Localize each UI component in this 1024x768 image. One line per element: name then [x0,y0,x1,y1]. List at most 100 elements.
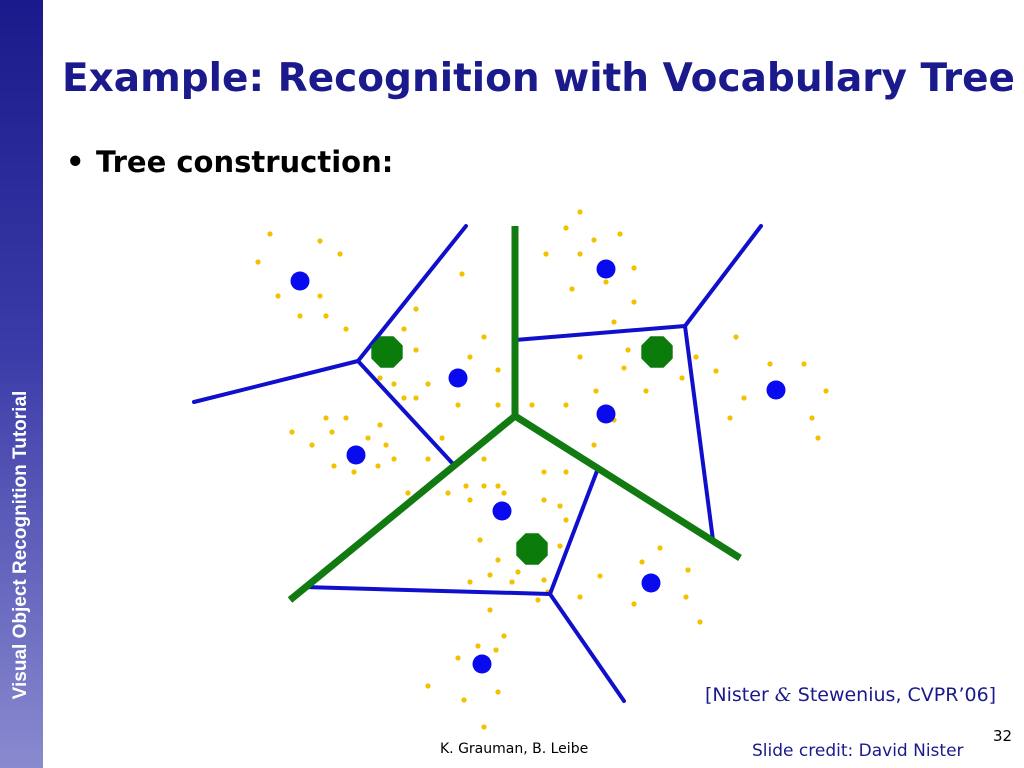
feature-point [375,463,381,469]
feature-point [631,601,637,607]
feature-point [459,271,465,277]
feature-point [563,517,569,523]
feature-point [481,334,487,340]
feature-point [495,689,501,695]
feature-point [815,435,821,441]
feature-point [501,633,507,639]
partition-line [548,592,626,703]
feature-point [331,463,337,469]
feature-point [351,469,357,475]
feature-point [477,537,483,543]
feature-point [439,435,445,441]
citation-ampersand: & [774,684,792,706]
feature-point [631,265,637,271]
feature-point [593,388,599,394]
feature-point [577,251,583,257]
feature-point [611,319,617,325]
feature-point [309,442,315,448]
feature-point [625,347,631,353]
feature-point [405,490,411,496]
feature-point [467,497,473,503]
voronoi-partition-lines [192,224,763,703]
feature-point [541,497,547,503]
feature-point [289,429,295,435]
citation-prefix: [Nister [705,684,775,706]
feature-point [481,724,487,730]
feature-point [413,347,419,353]
cluster-center [641,573,661,593]
feature-point [697,619,703,625]
cluster-center [492,501,512,521]
cluster-center [290,271,310,291]
partition-line [683,324,715,542]
feature-point [377,375,383,381]
feature-point [631,299,637,305]
cluster-center [596,259,616,279]
feature-point [733,334,739,340]
cluster-center [346,445,366,465]
feature-point [461,697,467,703]
feature-point [481,483,487,489]
feature-point [713,368,719,374]
page-number: 32 [993,727,1013,745]
feature-point [467,354,473,360]
feature-point [383,442,389,448]
feature-point [425,683,431,689]
partition-line [683,224,763,328]
feature-point [679,375,685,381]
feature-point [617,231,623,237]
feature-point [275,293,281,299]
feature-point [557,543,563,549]
top-partition-line [287,413,518,603]
bullet-icon: • [66,145,85,179]
feature-point [823,388,829,394]
feature-point [317,293,323,299]
top-partition-line [513,413,742,561]
feature-point [685,567,691,573]
feature-point [597,573,603,579]
feature-point [557,503,563,509]
feature-point [401,326,407,332]
feature-point [401,395,407,401]
feature-point [639,559,645,565]
slide-title: Example: Recognition with Vocabulary Tre… [62,56,1015,101]
feature-point [657,545,663,551]
feature-point [475,643,481,649]
feature-point [377,422,383,428]
partition-line [356,359,456,467]
top-level-partition-lines [287,226,742,603]
cluster-center [596,404,616,424]
feature-point [621,365,627,371]
citation: [Nister & Stewenius, CVPR’06] [705,684,996,706]
feature-point [801,361,807,367]
cluster-center [766,380,786,400]
feature-point [577,209,583,215]
feature-point [255,259,261,265]
feature-point [767,361,773,367]
feature-point [727,415,733,421]
feature-point [323,415,329,421]
feature-point [365,435,371,441]
footer-authors: K. Grauman, B. Leibe [440,741,589,757]
top-level-centers [371,336,673,565]
feature-point [501,490,507,496]
cluster-centers [290,259,786,674]
feature-point [323,313,329,319]
feature-point [391,381,397,387]
feature-point [563,469,569,475]
feature-point [297,313,303,319]
feature-point [413,395,419,401]
feature-point [425,456,431,462]
feature-point [535,597,541,603]
feature-point [445,490,451,496]
sidebar-band: Visual Object Recognition Tutorial [0,0,43,768]
feature-point [495,557,501,563]
feature-point [413,306,419,312]
feature-point [683,594,689,600]
partition-line [513,324,687,342]
cluster-center [448,368,468,388]
feature-point [343,326,349,332]
feature-point [495,402,501,408]
top-level-center [371,336,403,368]
slide-credit: Slide credit: David Nister [752,741,964,761]
